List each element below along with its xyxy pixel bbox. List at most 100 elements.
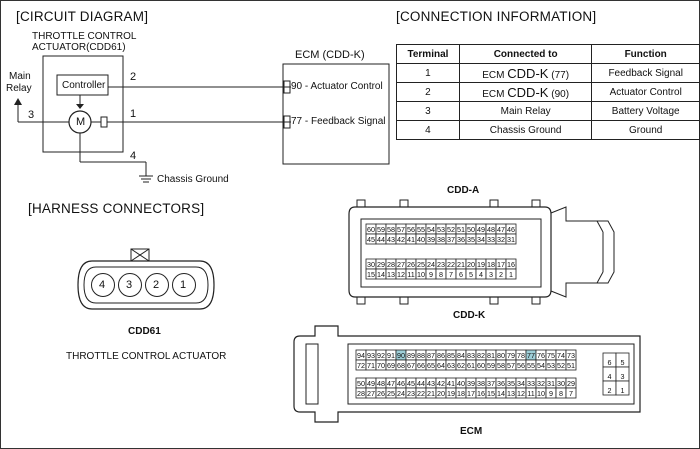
cdd61-pin-2 (145, 273, 169, 297)
ecm-pin-label: 40 (457, 379, 465, 388)
ecm-pin-label: 13 (507, 389, 515, 398)
ecm-pin-label: 64 (437, 361, 445, 370)
ecm-pin-label: 31 (547, 379, 555, 388)
ecm-pin-label: 18 (457, 389, 465, 398)
cdda-pin-label: 12 (397, 270, 405, 279)
cdda-pin-label: 46 (507, 225, 515, 234)
cdda-pin-label: 21 (457, 260, 465, 269)
component-name-line2: ACTUATOR(CDD61) (32, 42, 126, 53)
cdda-pin-label: 31 (507, 235, 515, 244)
actuator-box (42, 55, 124, 153)
ecm-pin-label: 75 (547, 351, 555, 360)
cdda-pin-label: 30 (367, 260, 375, 269)
cdda-pin-label: 8 (439, 270, 443, 279)
ecm-pin-label: 69 (387, 361, 395, 370)
ecm-pin-label: 53 (547, 361, 555, 370)
circuit-section-title: [CIRCUIT DIAGRAM] (16, 9, 149, 24)
ecm-pin-label: 84 (457, 351, 465, 360)
ecm-pin-label: 66 (417, 361, 425, 370)
main-relay-label-2: Relay (6, 83, 32, 94)
ecm-pin-label: 39 (467, 379, 475, 388)
ecm-pin-label: 62 (457, 361, 465, 370)
cdda-pin-label: 17 (497, 260, 505, 269)
cdda-pin-label: 22 (447, 260, 455, 269)
ecm-aux-pin-label: 4 (608, 372, 612, 381)
cdda-pin-label: 43 (387, 235, 395, 244)
cdda-pin-label: 7 (449, 270, 453, 279)
ecm-pin-label: 50 (357, 379, 365, 388)
pin-2-label: 2 (130, 71, 137, 83)
cdda-pin-label: 35 (467, 235, 475, 244)
cdda-pin-label: 39 (427, 235, 435, 244)
ecm-pin-label: 32 (537, 379, 545, 388)
ecm-pin-label: 68 (397, 361, 405, 370)
ecm-title: ECM (CDD-K) (295, 49, 365, 61)
ecm-pin-label: 81 (487, 351, 495, 360)
cddk-label: CDD-K (453, 310, 486, 321)
ecm-pin-77-label: 77 - Feedback Signal (291, 116, 386, 127)
ecm-pin-label: 73 (567, 351, 575, 360)
ecm-pin-label: 67 (407, 361, 415, 370)
ecm-pin-cell (565, 359, 577, 371)
cdda-pin-label: 18 (487, 260, 495, 269)
cdda-pin-label: 1 (509, 270, 513, 279)
cdd61-pin-3 (118, 273, 142, 297)
cdda-pin-cell (505, 268, 517, 280)
cdda-pin-label: 34 (477, 235, 485, 244)
cdda-pin-label: 58 (387, 225, 395, 234)
cdda-pin-label: 29 (377, 260, 385, 269)
ecm-pin-label: 82 (477, 351, 485, 360)
cdda-pin-label: 24 (427, 260, 435, 269)
cdda-pin-label: 49 (477, 225, 485, 234)
ecm-pin-label: 60 (477, 361, 485, 370)
chassis-ground-label: Chassis Ground (157, 174, 229, 185)
cdda-pin-label: 11 (407, 270, 414, 279)
ecm-pin-label: 48 (377, 379, 385, 388)
cdda-pin-label: 42 (397, 235, 405, 244)
ecm-pin-label: 44 (417, 379, 425, 388)
cdda-pin-label: 26 (407, 260, 415, 269)
cdd61-pin-1-label: 1 (180, 279, 187, 291)
cdda-pin-label: 55 (417, 225, 425, 234)
ecm-pin-label: 92 (377, 351, 385, 360)
cdda-pin-label: 28 (387, 260, 395, 269)
connection-table: Terminal Connected to Function 1 ECM CDD… (396, 44, 700, 140)
cdda-pin-label: 15 (367, 270, 375, 279)
ecm-pin-label: 20 (437, 389, 445, 398)
ecm-pin-label: 34 (517, 379, 525, 388)
table-row: 3 Main Relay Battery Voltage (396, 101, 700, 121)
ecm-pin-label: 19 (447, 389, 455, 398)
cdda-pin-label: 10 (417, 270, 425, 279)
ecm-pin-label: 35 (507, 379, 515, 388)
row-function: Ground (591, 120, 700, 140)
ecm-pin-label: 90 (397, 351, 405, 360)
cdda-pin-label: 33 (487, 235, 495, 244)
cdd61-pin-1 (172, 273, 196, 297)
ecm-pin-label: 55 (527, 361, 535, 370)
ecm-pin-label: 10 (537, 389, 545, 398)
ecm-pin-label: 9 (549, 389, 553, 398)
ecm-pin-label: 49 (367, 379, 375, 388)
ecm-pin-label: 47 (387, 379, 395, 388)
ecm-pin-label: 77 (527, 351, 535, 360)
pin-1-label: 1 (130, 108, 137, 120)
cdda-pin-label: 57 (397, 225, 405, 234)
ecm-aux-pin-label: 1 (621, 386, 625, 395)
cdd61-pin-3-label: 3 (126, 279, 133, 291)
cdda-pin-label: 51 (457, 225, 465, 234)
cdda-pin-label: 48 (487, 225, 495, 234)
motor-label: M (76, 116, 86, 128)
ecm-pin-label: 27 (367, 389, 375, 398)
ecm-pin-label: 17 (467, 389, 475, 398)
cdda-pin-label: 50 (467, 225, 475, 234)
ecm-pin-label: 61 (467, 361, 475, 370)
ecm-box (282, 63, 390, 165)
ecm-pin-label: 56 (517, 361, 525, 370)
pin-4-label: 4 (130, 150, 137, 162)
cdda-pin-label: 41 (407, 235, 415, 244)
ecm-pin-label: 94 (357, 351, 365, 360)
ecm-pin-label: 11 (527, 389, 534, 398)
controller-box (56, 74, 109, 96)
